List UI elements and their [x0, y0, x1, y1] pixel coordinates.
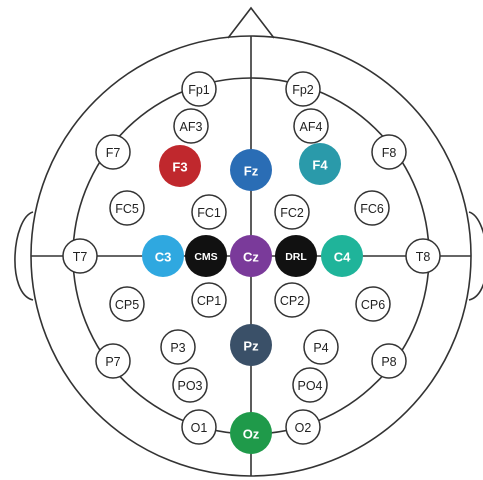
electrode-label: F4 [312, 158, 328, 173]
electrode-label: Oz [243, 427, 260, 442]
electrode-cp1: CP1 [192, 283, 226, 317]
electrode-label: O1 [191, 421, 208, 435]
electrode-label: FC2 [280, 206, 304, 220]
electrode-label: CP1 [197, 294, 221, 308]
electrode-cp2: CP2 [275, 283, 309, 317]
electrode-p7: P7 [96, 344, 130, 378]
electrode-label: AF4 [300, 120, 323, 134]
electrode-o1: O1 [182, 410, 216, 444]
electrode-label: PO4 [297, 379, 322, 393]
electrode-t7: T7 [63, 239, 97, 273]
electrode-label: O2 [295, 421, 312, 435]
electrode-label: T7 [73, 250, 88, 264]
electrode-cms: CMS [185, 235, 227, 277]
electrode-af4: AF4 [294, 109, 328, 143]
electrode-af3: AF3 [174, 109, 208, 143]
electrode-o2: O2 [286, 410, 320, 444]
electrode-p8: P8 [372, 344, 406, 378]
electrode-label: CP5 [115, 298, 139, 312]
electrode-label: CP2 [280, 294, 304, 308]
electrode-label: P7 [105, 355, 120, 369]
electrode-label: CMS [194, 251, 217, 263]
electrode-label: P3 [170, 341, 185, 355]
electrode-label: P8 [381, 355, 396, 369]
electrode-label: Fz [244, 164, 259, 179]
electrode-fc1: FC1 [192, 195, 226, 229]
electrode-label: F8 [382, 146, 397, 160]
electrode-fc6: FC6 [355, 191, 389, 225]
electrode-label: F3 [172, 160, 187, 175]
electrode-label: C3 [155, 250, 172, 265]
electrode-label: Pz [243, 339, 259, 354]
electrode-label: FC6 [360, 202, 384, 216]
electrode-p4: P4 [304, 330, 338, 364]
electrode-label: T8 [416, 250, 431, 264]
electrode-t8: T8 [406, 239, 440, 273]
electrode-f7: F7 [96, 135, 130, 169]
electrode-c3: C3 [142, 235, 184, 277]
electrode-fp2: Fp2 [286, 72, 320, 106]
electrode-label: FC5 [115, 202, 139, 216]
electrode-label: Fp2 [292, 83, 314, 97]
electrode-fz: Fz [230, 149, 272, 191]
electrode-p3: P3 [161, 330, 195, 364]
electrode-label: Fp1 [188, 83, 210, 97]
electrode-f4: F4 [299, 143, 341, 185]
electrode-f3: F3 [159, 145, 201, 187]
electrode-fp1: Fp1 [182, 72, 216, 106]
electrode-drl: DRL [275, 235, 317, 277]
nose-shape [228, 8, 274, 38]
electrode-label: PO3 [177, 379, 202, 393]
electrode-f8: F8 [372, 135, 406, 169]
electrode-pz: Pz [230, 324, 272, 366]
electrode-cz: Cz [230, 235, 272, 277]
electrode-cp6: CP6 [356, 287, 390, 321]
electrode-label: F7 [106, 146, 121, 160]
electrode-label: Cz [243, 250, 259, 265]
electrode-label: CP6 [361, 298, 385, 312]
electrode-cp5: CP5 [110, 287, 144, 321]
electrode-c4: C4 [321, 235, 363, 277]
electrode-label: C4 [334, 250, 351, 265]
electrode-label: AF3 [180, 120, 203, 134]
electrode-oz: Oz [230, 412, 272, 454]
electrode-po3: PO3 [173, 368, 207, 402]
electrode-label: DRL [285, 251, 307, 263]
electrode-po4: PO4 [293, 368, 327, 402]
electrode-fc5: FC5 [110, 191, 144, 225]
electrode-label: FC1 [197, 206, 221, 220]
electrode-fc2: FC2 [275, 195, 309, 229]
electrode-label: P4 [313, 341, 328, 355]
